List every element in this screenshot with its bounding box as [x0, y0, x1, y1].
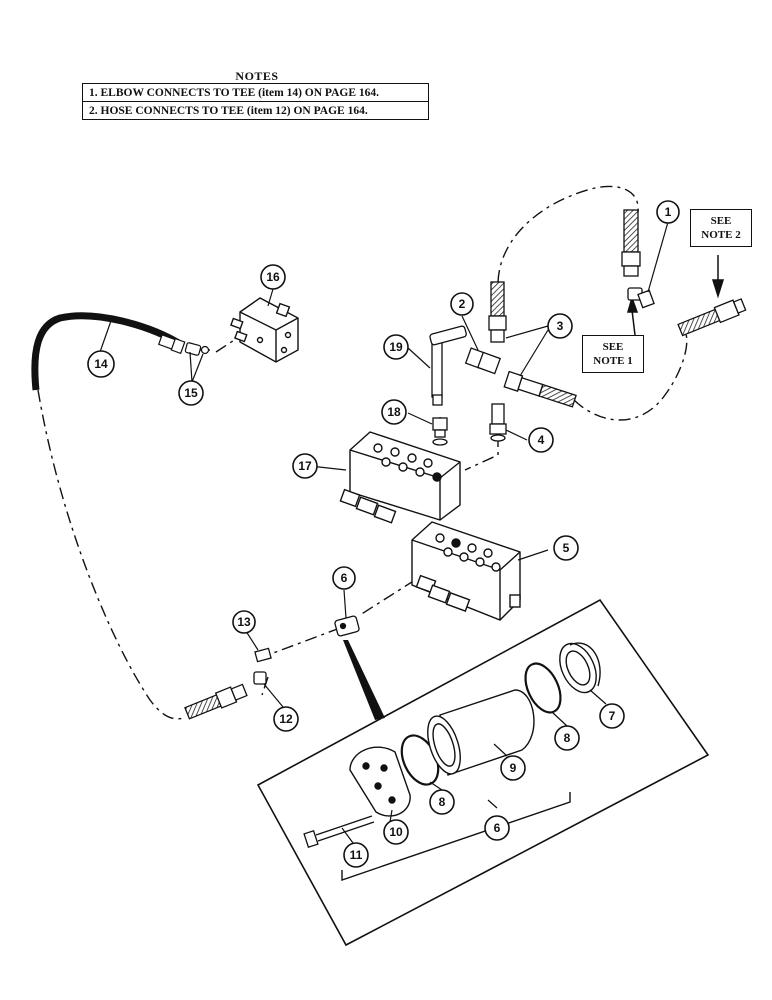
valve-16 — [230, 297, 299, 363]
adapter-4 — [489, 403, 507, 442]
hose-3-horizontal — [503, 370, 577, 408]
label-7: 7 — [609, 709, 616, 723]
notes-title: NOTES — [235, 69, 279, 83]
label-6-top: 6 — [341, 571, 348, 585]
leader-lines — [99, 221, 669, 844]
label-2: 2 — [459, 297, 466, 311]
valve-block-5 — [411, 521, 521, 621]
label-11: 11 — [350, 848, 363, 862]
valve-block-17 — [339, 431, 461, 524]
label-15: 15 — [184, 386, 198, 400]
elbow-19 — [429, 325, 467, 406]
hose-top-right — [621, 209, 641, 277]
label-13: 13 — [237, 615, 251, 629]
label-9: 9 — [510, 761, 517, 775]
fitting-18 — [432, 417, 448, 446]
see-note-1-box: SEE NOTE 1 — [582, 335, 644, 373]
cover-10 — [349, 746, 411, 817]
hose-3-vertical — [488, 281, 507, 343]
oring-8-right — [524, 662, 562, 714]
label-17: 17 — [298, 459, 312, 473]
fitting-12 — [253, 671, 267, 685]
note-2: 2. HOSE CONNECTS TO TEE (item 12) ON PAG… — [83, 101, 428, 119]
hose-lower — [184, 683, 248, 720]
label-8-right: 8 — [564, 731, 571, 745]
label-4: 4 — [538, 433, 545, 447]
hose-14 — [31, 312, 184, 391]
label-6-bottom: 6 — [494, 821, 501, 835]
label-circles — [87, 200, 680, 868]
label-19: 19 — [389, 340, 403, 354]
label-1: 1 — [665, 205, 672, 219]
label-14: 14 — [94, 357, 108, 371]
bolt-11 — [303, 815, 375, 849]
hose-14-fitting — [157, 334, 186, 355]
group-bracket-6 — [341, 792, 571, 881]
label-10: 10 — [389, 825, 403, 839]
elbow-15 — [184, 342, 210, 356]
notes-box: 1. ELBOW CONNECTS TO TEE (item 14) ON PA… — [82, 83, 429, 120]
relief-valve-6 — [334, 615, 360, 637]
cap-7 — [559, 642, 601, 694]
hose-right — [677, 298, 747, 337]
fitting-13 — [254, 647, 272, 663]
label-8-left: 8 — [439, 795, 446, 809]
exploded-view-frame — [256, 598, 710, 947]
label-3: 3 — [557, 319, 564, 333]
label-16: 16 — [266, 270, 280, 284]
label-5: 5 — [563, 541, 570, 555]
adapter-2 — [464, 347, 502, 375]
label-12: 12 — [279, 712, 293, 726]
explode-leader — [343, 640, 385, 720]
see-note-2-box: SEE NOTE 2 — [690, 209, 752, 247]
label-18: 18 — [387, 405, 401, 419]
callout-arrows — [627, 255, 725, 336]
elbow-1 — [627, 287, 655, 309]
note-1: 1. ELBOW CONNECTS TO TEE (item 14) ON PA… — [89, 87, 379, 99]
sleeve-9 — [427, 689, 535, 776]
